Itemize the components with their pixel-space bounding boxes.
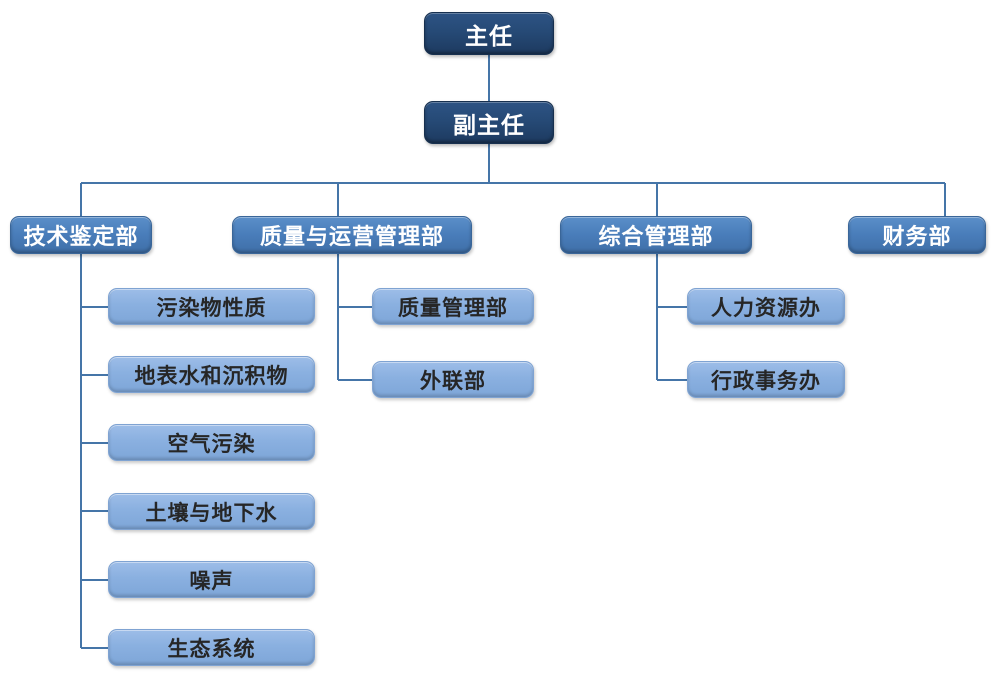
node-soil-groundwater-label: 土壤与地下水 (145, 501, 278, 525)
node-quality-operations[interactable]: 质量与运营管理部 (232, 216, 472, 254)
node-air-pollution-label: 空气污染 (167, 432, 256, 456)
node-quality-operations-label: 质量与运营管理部 (259, 224, 444, 249)
node-general-admin-label: 综合管理部 (598, 224, 714, 249)
node-general-admin[interactable]: 综合管理部 (560, 216, 752, 254)
node-air-pollution[interactable]: 空气污染 (108, 424, 315, 461)
node-noise-label: 噪声 (189, 569, 234, 593)
node-ecosystem-label: 生态系统 (167, 637, 256, 661)
node-director[interactable]: 主任 (424, 12, 554, 55)
node-administrative-affairs[interactable]: 行政事务办 (687, 361, 845, 398)
node-director-label: 主任 (465, 22, 513, 49)
node-deputy-director-label: 副主任 (453, 111, 525, 138)
node-pollutant-properties-label: 污染物性质 (156, 296, 267, 320)
node-surface-water-sediment[interactable]: 地表水和沉积物 (108, 356, 315, 393)
node-tech-appraisal[interactable]: 技术鉴定部 (10, 216, 152, 254)
node-human-resources-label: 人力资源办 (711, 296, 821, 320)
node-external-liaison-label: 外联部 (420, 369, 486, 393)
node-surface-water-sediment-label: 地表水和沉积物 (134, 364, 289, 388)
node-noise[interactable]: 噪声 (108, 561, 315, 598)
node-pollutant-properties[interactable]: 污染物性质 (108, 288, 315, 325)
node-finance-label: 财务部 (882, 224, 952, 249)
node-human-resources[interactable]: 人力资源办 (687, 288, 845, 325)
node-external-liaison[interactable]: 外联部 (372, 361, 534, 398)
node-soil-groundwater[interactable]: 土壤与地下水 (108, 493, 315, 530)
node-ecosystem[interactable]: 生态系统 (108, 629, 315, 666)
node-deputy-director[interactable]: 副主任 (424, 101, 554, 144)
node-quality-management[interactable]: 质量管理部 (372, 288, 534, 325)
node-administrative-affairs-label: 行政事务办 (711, 369, 821, 393)
node-quality-management-label: 质量管理部 (398, 296, 508, 320)
node-tech-appraisal-label: 技术鉴定部 (23, 224, 139, 249)
node-finance[interactable]: 财务部 (848, 216, 986, 254)
